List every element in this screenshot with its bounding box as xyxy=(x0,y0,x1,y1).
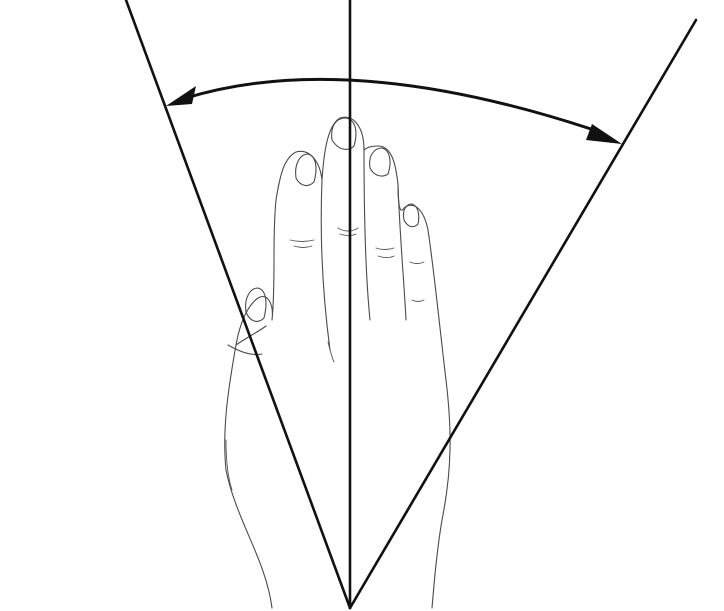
right-angle-line xyxy=(348,18,698,610)
wrist-line-left xyxy=(225,439,233,491)
finger-gap-1 xyxy=(320,179,331,351)
finger-gap-2 xyxy=(363,149,371,321)
left-arrowhead-icon xyxy=(166,86,196,106)
angle-arc xyxy=(184,77,602,134)
index-nail-icon xyxy=(295,153,317,187)
middle-nail-icon xyxy=(331,117,357,150)
thumb-nail-icon xyxy=(245,287,267,322)
ring-nail-icon xyxy=(369,147,391,177)
little-nail-icon xyxy=(402,203,420,228)
right-arrowhead-icon xyxy=(586,124,622,144)
knuckle-lines-ring xyxy=(375,247,395,258)
thumb-contour xyxy=(235,325,267,346)
left-angle-line xyxy=(124,0,352,610)
palm-crease xyxy=(327,341,335,363)
knuckle-lines-middle xyxy=(337,227,359,236)
knuckle-lines-little xyxy=(409,261,425,302)
thumb-crease xyxy=(227,344,263,356)
finger-gap-3 xyxy=(397,184,407,321)
hand-outline xyxy=(224,116,451,609)
knuckle-lines-index xyxy=(289,239,315,248)
hand-illustration xyxy=(224,116,451,609)
